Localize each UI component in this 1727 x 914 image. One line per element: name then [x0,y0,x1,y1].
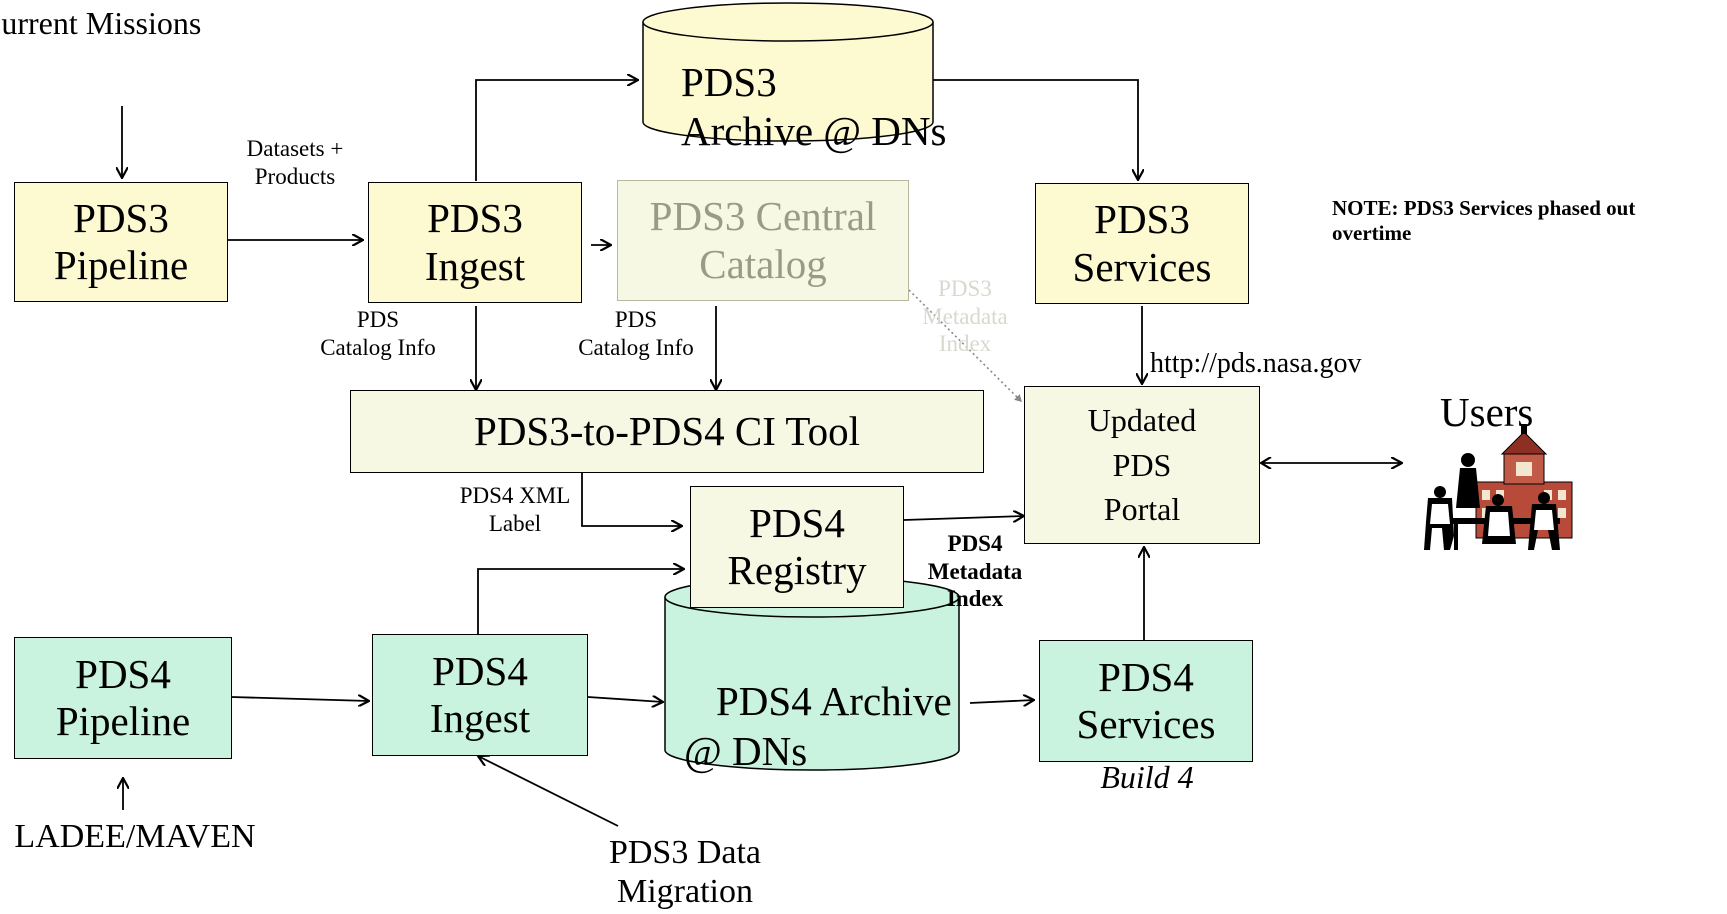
arrow-catalog-to-portal-dotted [908,289,1023,403]
ci-tool-box: PDS3-to-PDS4 CI Tool [350,390,984,473]
arrow-pds4ingest-to-archive [587,697,663,702]
pds4-metadata-index-label: PDS4 Metadata Index [927,531,1023,612]
arrow-pds4pipeline-to-ingest [231,697,369,701]
pds4-archive-label-line2: @ DNs [684,728,808,774]
pds3-pipeline-box: PDS3 Pipeline [14,182,228,302]
pds4-registry-box: PDS4 Registry [690,486,904,608]
datasets-products-label: Datasets + Products [246,136,344,189]
users-clipart-icon [1424,424,1573,550]
pds-catalog-info-label-1: PDS Catalog Info [320,307,436,360]
pds4-xml-label-label: PDS4 XML Label [459,483,571,536]
pds4-pipeline-box: PDS4 Pipeline [14,637,232,759]
pds3-central-catalog-box: PDS3 Central Catalog [617,180,909,301]
arrow-registry-to-portal [903,516,1024,520]
note-label: NOTE: PDS3 Services phased out overtime [1332,196,1636,246]
arrow-archive-to-pds4services [969,700,1034,703]
ladee-maven-label: LADEE/MAVEN [14,818,256,855]
pds3-archive-cylinder [642,2,934,142]
pds3-services-box: PDS3 Services [1035,183,1249,304]
current-missions-label: Current Missions [0,5,202,41]
arrow-citool-to-registry [581,473,682,526]
users-label: Users [1440,389,1534,435]
build-4-label: Build 4 [1100,759,1194,795]
pds4-archive-label-line1: PDS4 Archive [716,678,952,724]
arrow-pds4ingest-to-registry [477,569,684,634]
arrow-archive-to-services [933,79,1138,180]
arrow-ingest-to-archive [475,80,638,181]
pds3-metadata-index-label: PDS3 Metadata Index [922,276,1008,357]
arrow-migration-to-ingest [478,756,619,827]
updated-pds-portal-box: Updated PDS Portal [1024,386,1260,544]
portal-url-label: http://pds.nasa.gov [1150,348,1362,379]
pds3-ingest-box: PDS3 Ingest [368,182,582,303]
pds4-ingest-box: PDS4 Ingest [372,634,588,756]
pds-catalog-info-label-2: PDS Catalog Info [578,307,694,360]
pds3-archive-label: PDS3 Archive @ DNs [681,59,947,155]
pds3-data-migration-label: PDS3 Data Migration [608,834,762,911]
pds4-services-box: PDS4 Services [1039,640,1253,762]
